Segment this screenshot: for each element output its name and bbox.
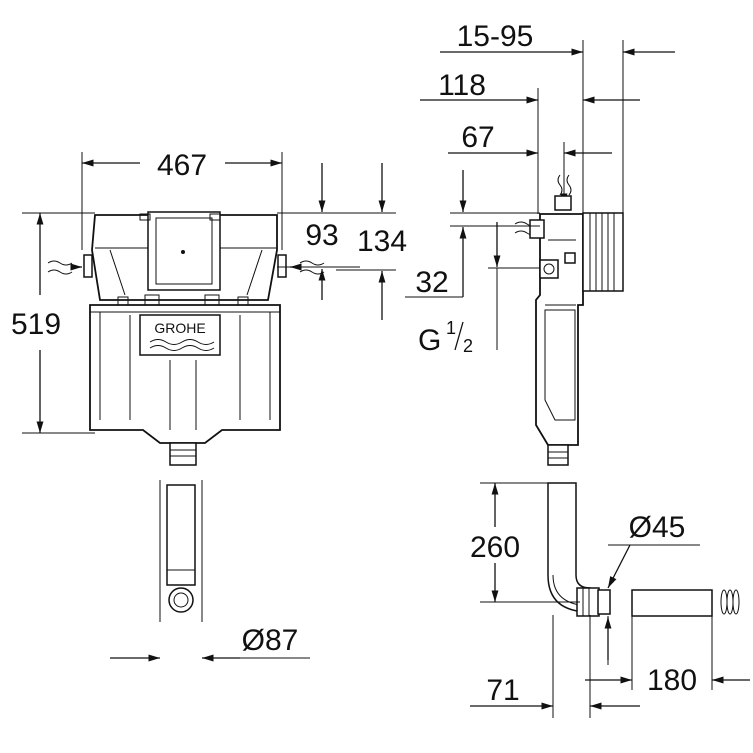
dim-15-95-label: 15-95 (457, 20, 534, 53)
dim-g-label: G (418, 324, 441, 357)
dim-118-label: 118 (438, 69, 486, 102)
dimension-15-95: 15-95 (440, 20, 675, 213)
dimension-519: 519 (11, 212, 95, 434)
dim-260-label: 260 (470, 531, 520, 564)
dim-45-label: Ø45 (629, 511, 686, 544)
dimension-180: 180 (585, 616, 750, 697)
dimension-467: 467 (81, 149, 283, 250)
dimension-260: 260 (470, 482, 580, 603)
dim-180-label: 180 (647, 664, 697, 697)
dim-519-label: 519 (11, 308, 61, 341)
dim-87-label: Ø87 (242, 624, 299, 657)
dim-467-label: 467 (157, 149, 207, 182)
dim-67-label: 67 (461, 121, 494, 154)
front-view-outlet-pipe: Ø87 (110, 480, 310, 662)
front-view-cistern: GROHE (83, 211, 287, 466)
side-view-outlet-pipe (547, 482, 740, 617)
dim-g-num: 1 (446, 318, 456, 338)
dimension-93-134: 93 134 (277, 163, 407, 320)
dim-134-label: 134 (357, 225, 407, 258)
side-view-cistern (529, 195, 624, 466)
dimension-67: 67 (448, 121, 612, 196)
dimension-45: Ø45 (604, 511, 700, 665)
brand-logo: GROHE (154, 320, 205, 336)
dimension-118: 118 (420, 69, 640, 214)
dim-g-den: 2 (463, 336, 473, 356)
dim-71-label: 71 (486, 674, 519, 707)
dim-93-label: 93 (305, 219, 338, 252)
dim-32-label: 32 (415, 266, 448, 299)
dimension-32: 32 (405, 170, 540, 299)
dimension-g-half: G 1 2 (418, 222, 540, 357)
dimension-71: 71 (470, 615, 640, 718)
